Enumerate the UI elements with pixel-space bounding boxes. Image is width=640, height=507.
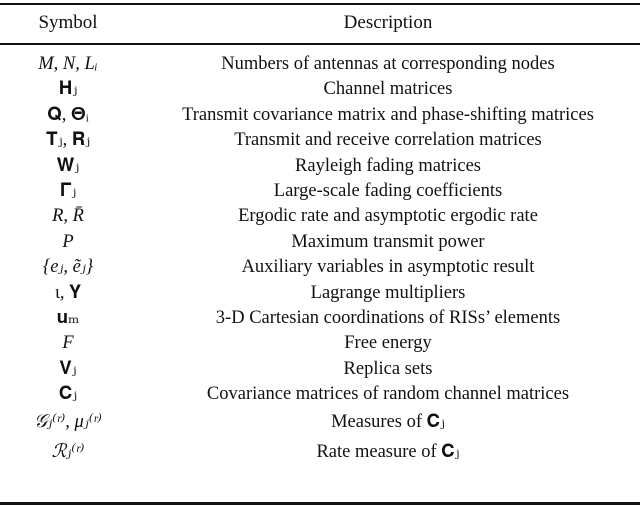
symbol-cell: 𝐖ⱼ [56, 155, 80, 176]
table-row: 𝐐, 𝚯ᵢ Transmit covariance matrix and pha… [0, 103, 640, 128]
description-cell: Maximum transmit power [291, 231, 485, 252]
description-cell: Ergodic rate and asymptotic ergodic rate [238, 206, 538, 227]
table-row: 𝐇ⱼ Channel matrices [0, 77, 640, 102]
table-row: ℛⱼ⁽ʳ⁾ Rate measure of 𝐂ⱼ [0, 437, 640, 467]
table-header-row: Symbol Description [0, 9, 640, 39]
description-cell: Auxiliary variables in asymptotic result [241, 257, 535, 278]
bottom-rule [0, 502, 640, 505]
symbol-cell: 𝐐, 𝚯ᵢ [47, 104, 89, 125]
description-cell: 3-D Cartesian coordinations of RISs’ ele… [215, 307, 561, 328]
symbol-cell: R, R̄ [52, 206, 84, 227]
table-row: 𝚪ⱼ Large-scale fading coefficients [0, 179, 640, 204]
symbol-cell: 𝐂ⱼ [58, 384, 78, 405]
description-cell: Measures of 𝐂ⱼ [331, 412, 445, 433]
table-row: 𝒢ⱼ⁽ʳ⁾, μⱼ⁽ʳ⁾ Measures of 𝐂ⱼ [0, 407, 640, 437]
table-row: R, R̄ Ergodic rate and asymptotic ergodi… [0, 204, 640, 229]
table-row: 𝐂ⱼ Covariance matrices of random channel… [0, 382, 640, 407]
description-cell: Replica sets [343, 358, 433, 379]
table-row: 𝐖ⱼ Rayleigh fading matrices [0, 154, 640, 179]
top-rule [0, 3, 640, 5]
header-rule [0, 43, 640, 45]
description-cell: Transmit and receive correlation matrice… [234, 130, 542, 151]
description-cell: Transmit covariance matrix and phase-shi… [182, 104, 594, 125]
symbol-cell: M, N, Lᵢ [38, 54, 98, 74]
symbol-cell: 𝒢ⱼ⁽ʳ⁾, μⱼ⁽ʳ⁾ [34, 412, 102, 433]
header-symbol: Symbol [38, 12, 98, 33]
description-cell: Numbers of antennas at corresponding nod… [221, 54, 555, 74]
table-row: 𝐮ₘ 3-D Cartesian coordinations of RISs’ … [0, 306, 640, 331]
symbol-cell: 𝐮ₘ [56, 307, 80, 328]
table-row: F Free energy [0, 331, 640, 356]
description-cell: Channel matrices [323, 79, 453, 100]
table-row: 𝐓ⱼ, 𝐑ⱼ Transmit and receive correlation … [0, 128, 640, 153]
description-cell: Large-scale fading coefficients [273, 180, 503, 201]
symbol-cell: F [62, 333, 74, 354]
description-cell: Rayleigh fading matrices [295, 155, 481, 176]
description-cell: Free energy [344, 333, 432, 354]
table-row: M, N, Lᵢ Numbers of antennas at correspo… [0, 52, 640, 77]
table-row: P Maximum transmit power [0, 230, 640, 255]
table-row: 𝐕ⱼ Replica sets [0, 357, 640, 382]
symbol-cell: ι, 𝚼 [54, 282, 82, 303]
table-row: {eⱼ, ẽⱼ} Auxiliary variables in asymptot… [0, 255, 640, 280]
symbol-cell: 𝚪ⱼ [59, 180, 77, 201]
symbol-cell: 𝐕ⱼ [59, 358, 77, 379]
symbol-cell: P [62, 231, 74, 252]
header-description: Description [343, 12, 433, 33]
table-body: M, N, Lᵢ Numbers of antennas at correspo… [0, 52, 640, 467]
symbol-cell: 𝐇ⱼ [58, 79, 78, 100]
symbol-cell: ℛⱼ⁽ʳ⁾ [51, 442, 85, 463]
symbol-cell: {eⱼ, ẽⱼ} [42, 257, 94, 278]
table-row: ι, 𝚼 Lagrange multipliers [0, 281, 640, 306]
description-cell: Lagrange multipliers [310, 282, 466, 303]
description-cell: Covariance matrices of random channel ma… [206, 384, 570, 405]
description-cell: Rate measure of 𝐂ⱼ [316, 442, 460, 463]
symbol-cell: 𝐓ⱼ, 𝐑ⱼ [45, 130, 91, 151]
